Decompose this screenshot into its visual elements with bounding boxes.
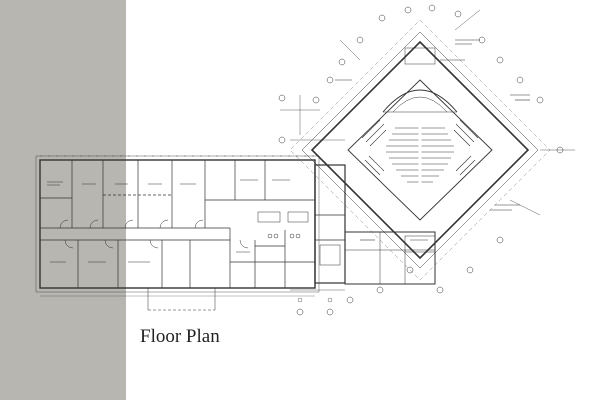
floor-plan-caption: Floor Plan [140,326,220,347]
connector-lobby [290,139,346,303]
gray-side-panel [0,0,126,400]
grid-markers [278,4,564,316]
classroom-wing [35,155,320,311]
sanctuary-wing [280,9,575,285]
